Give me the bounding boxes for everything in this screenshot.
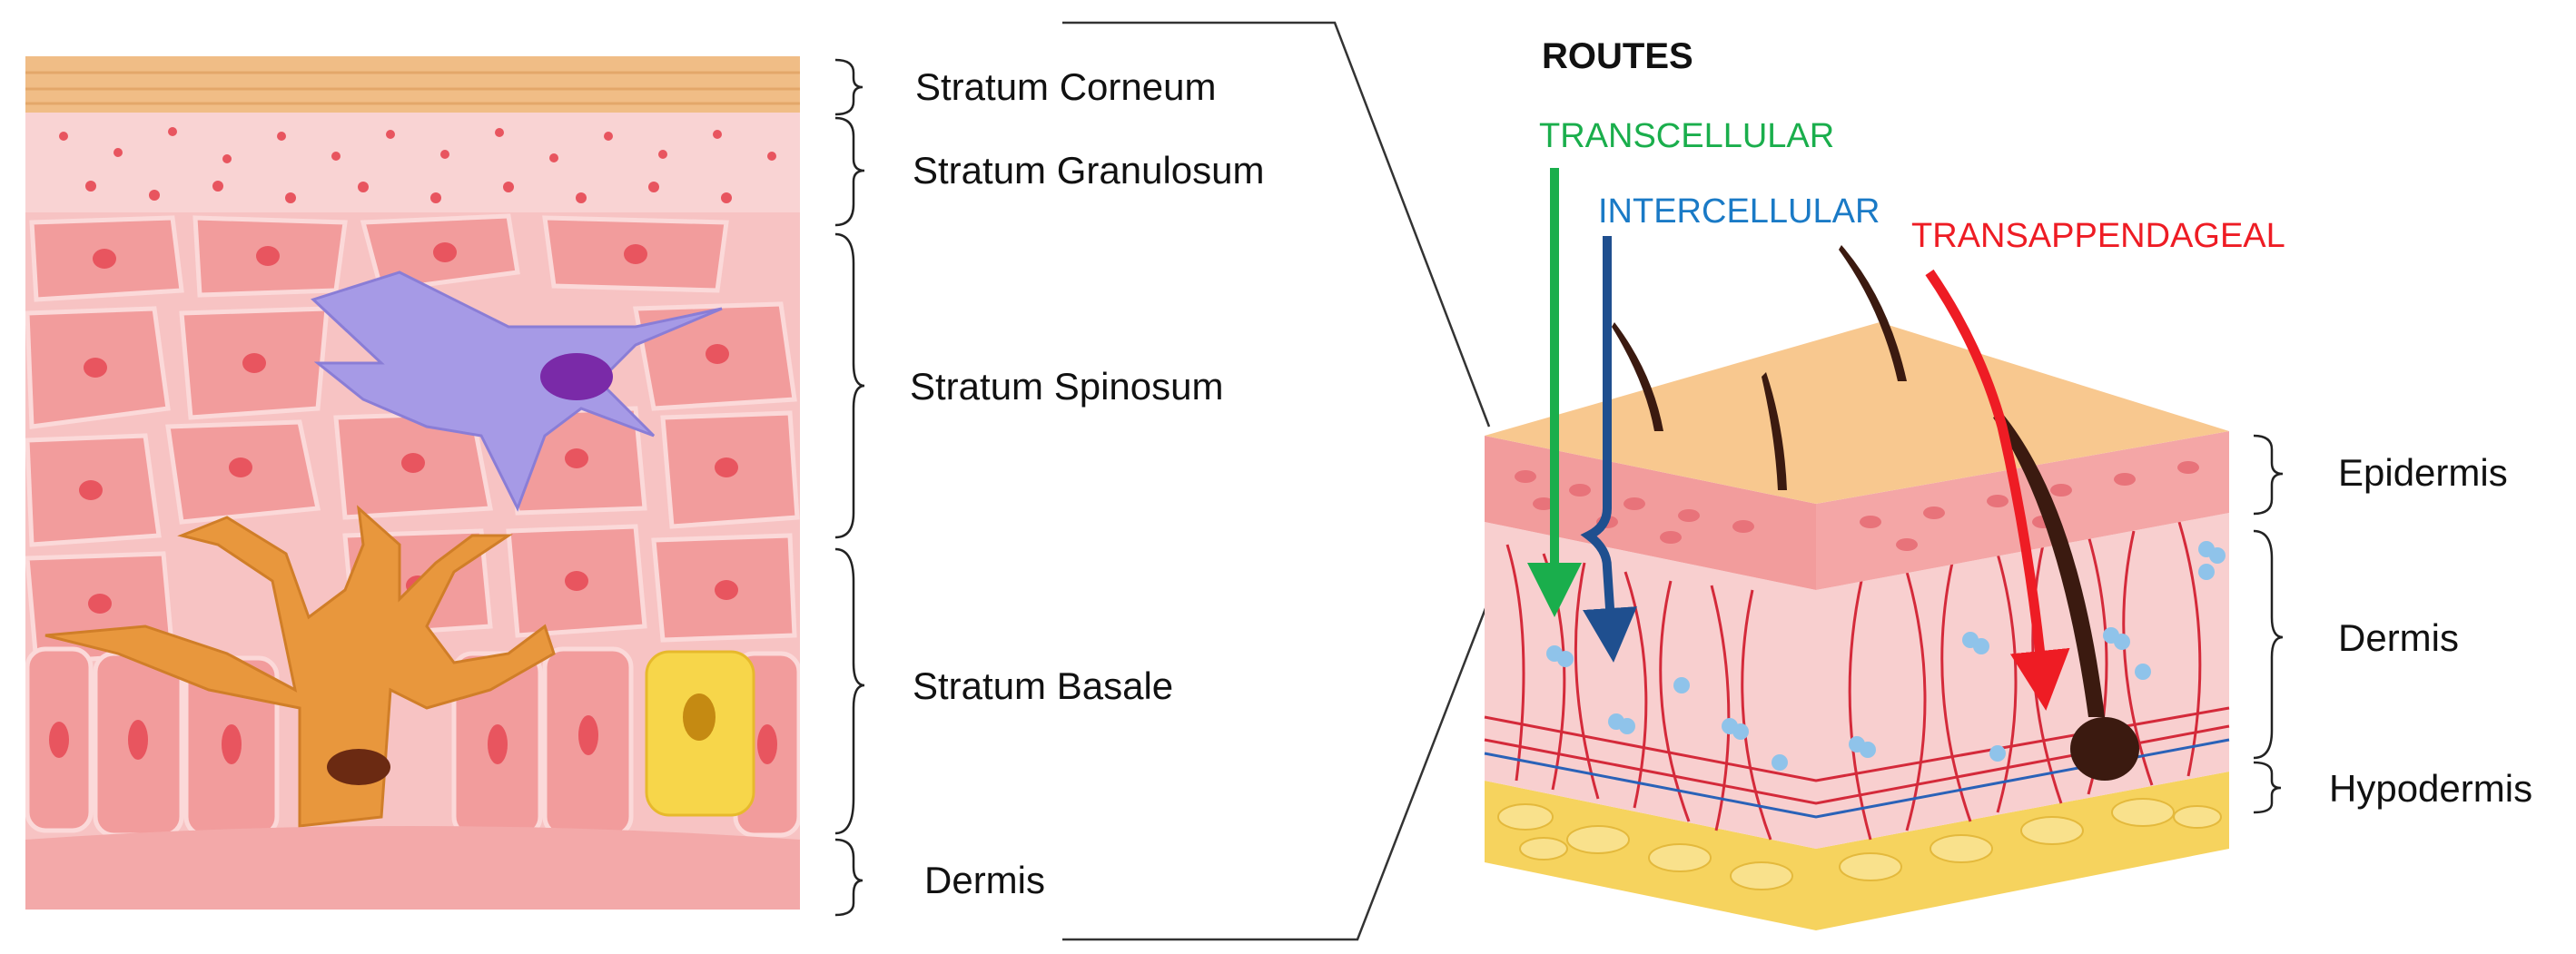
routes-title: ROUTES (1542, 36, 1693, 76)
merkel-cell (645, 650, 755, 817)
brace-granulosum (834, 116, 865, 227)
langerhans-cell (311, 270, 723, 512)
brace-hypodermis (2253, 761, 2282, 814)
epidermis-left-face (1485, 436, 1816, 590)
brace-dermis (834, 838, 864, 917)
label-hypodermis: Hypodermis (2329, 767, 2532, 810)
stratum-granulosum-cells (25, 113, 800, 212)
dermis-band (25, 826, 800, 910)
label-dermis-right: Dermis (2338, 616, 2459, 659)
skin-surface (1485, 322, 2229, 504)
label-stratum-corneum: Stratum Corneum (915, 65, 1216, 108)
route-arrows (1527, 168, 2070, 711)
intercellular-arrow (1580, 236, 1637, 663)
hypodermis-layer (1485, 772, 2229, 930)
right-panel-braces (2253, 434, 2284, 814)
label-dermis-left: Dermis (924, 859, 1045, 901)
label-stratum-granulosum: Stratum Granulosum (913, 149, 1264, 192)
langerhans-nucleus (540, 353, 613, 400)
brace-corneum (834, 58, 864, 116)
brace-epidermis (2253, 434, 2284, 516)
melanocyte-nucleus (327, 749, 390, 785)
brace-basale (834, 547, 865, 835)
basale-nuclei (49, 715, 777, 764)
transappendageal-arrow (1925, 269, 2070, 711)
label-intercellular: INTERCELLULAR (1598, 192, 1880, 231)
left-panel-labels (834, 58, 865, 917)
label-transcellular: TRANSCELLULAR (1539, 117, 1834, 155)
label-epidermis: Epidermis (2338, 451, 2508, 494)
skin-block (1484, 245, 2230, 930)
brace-spinosum (834, 232, 865, 539)
spinosum-nuclei (79, 242, 738, 614)
hair-bulb (2070, 717, 2139, 781)
epidermis-cross-section (25, 56, 800, 910)
brace-dermis-right (2253, 529, 2284, 760)
label-stratum-basale: Stratum Basale (913, 664, 1173, 707)
label-transappendageal: TRANSAPPENDAGEAL (1911, 217, 2285, 255)
zoom-connector (1062, 21, 1491, 941)
dermis-cells (1546, 541, 2226, 771)
melanocyte (44, 505, 556, 828)
label-stratum-spinosum: Stratum Spinosum (910, 365, 1223, 408)
hairs (1612, 245, 2139, 781)
